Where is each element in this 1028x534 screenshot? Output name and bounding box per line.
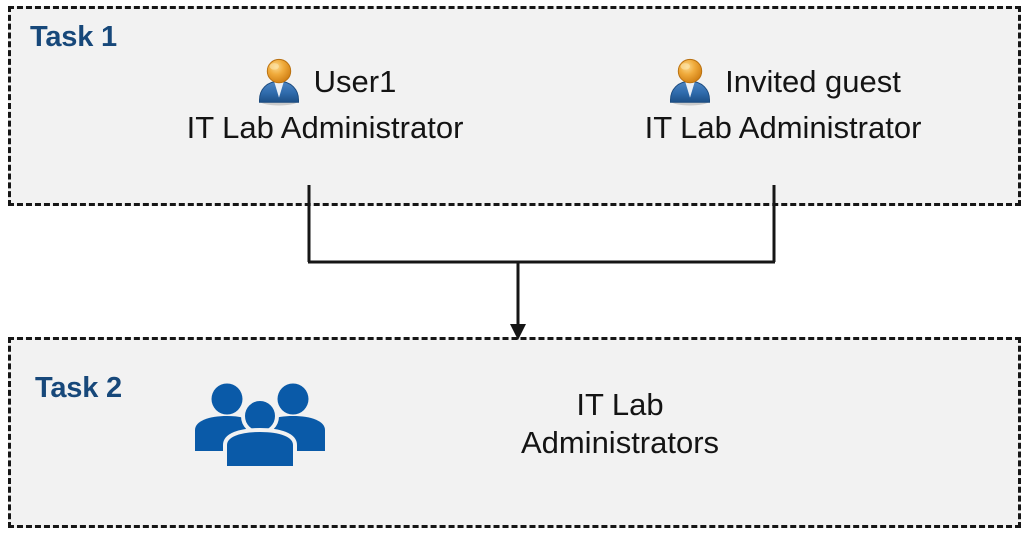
- person-user1: User1 IT Lab Administrator: [140, 57, 510, 147]
- user-icon: [670, 58, 711, 106]
- group-name-line-1: IT Lab: [576, 387, 664, 423]
- task-2-box: [8, 337, 1021, 528]
- person-user1-row: User1: [140, 57, 510, 107]
- user-group-icon: [195, 383, 325, 470]
- task-1-label: Task 1: [30, 21, 117, 53]
- person-invited-guest: Invited guest IT Lab Administrator: [583, 57, 983, 147]
- user-icon: [258, 58, 299, 106]
- person-invited-guest-name: Invited guest: [725, 63, 901, 99]
- task-2-label: Task 2: [35, 372, 122, 404]
- person-user1-name: User1: [313, 63, 397, 99]
- person-invited-guest-role: IT Lab Administrator: [644, 110, 922, 145]
- group-name: IT Lab Administrators: [410, 386, 830, 462]
- person-invited-guest-row: Invited guest: [583, 57, 983, 107]
- group-row: IT Lab Administrators: [190, 378, 970, 470]
- person-user1-role: IT Lab Administrator: [186, 110, 464, 145]
- group-name-line-2: Administrators: [520, 425, 720, 460]
- task-1-box: [8, 6, 1021, 206]
